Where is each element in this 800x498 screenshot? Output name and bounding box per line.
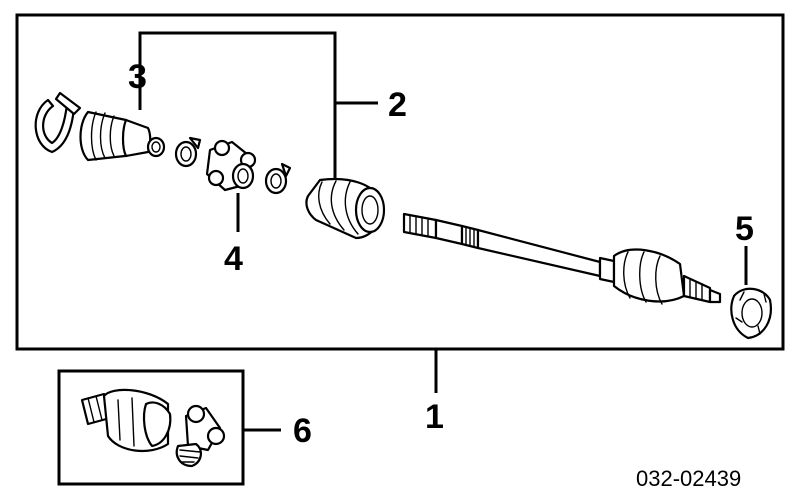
outer-boot <box>305 177 386 240</box>
diagram-code: 032-02439 <box>636 466 741 491</box>
main-assembly-frame <box>15 13 785 351</box>
callout-6: 6 <box>293 412 312 450</box>
spindle-nut <box>730 287 772 340</box>
callout-1: 1 <box>425 398 444 436</box>
callout-5: 5 <box>735 210 754 248</box>
callout-2: 2 <box>388 86 407 124</box>
driveshaft-assembly <box>402 212 722 305</box>
inner-boot <box>79 110 166 162</box>
tripod-joint <box>205 139 257 192</box>
snap-ring <box>264 162 292 195</box>
inset-frame <box>57 369 245 486</box>
callout-3: 3 <box>128 58 147 96</box>
callout-4: 4 <box>224 240 243 278</box>
inboard-joint-housing <box>80 388 172 452</box>
leader-lines <box>138 31 748 432</box>
boot-band-clamp <box>34 91 82 154</box>
snap-ring-small <box>174 136 202 168</box>
inset-tripod-spider <box>175 404 226 468</box>
